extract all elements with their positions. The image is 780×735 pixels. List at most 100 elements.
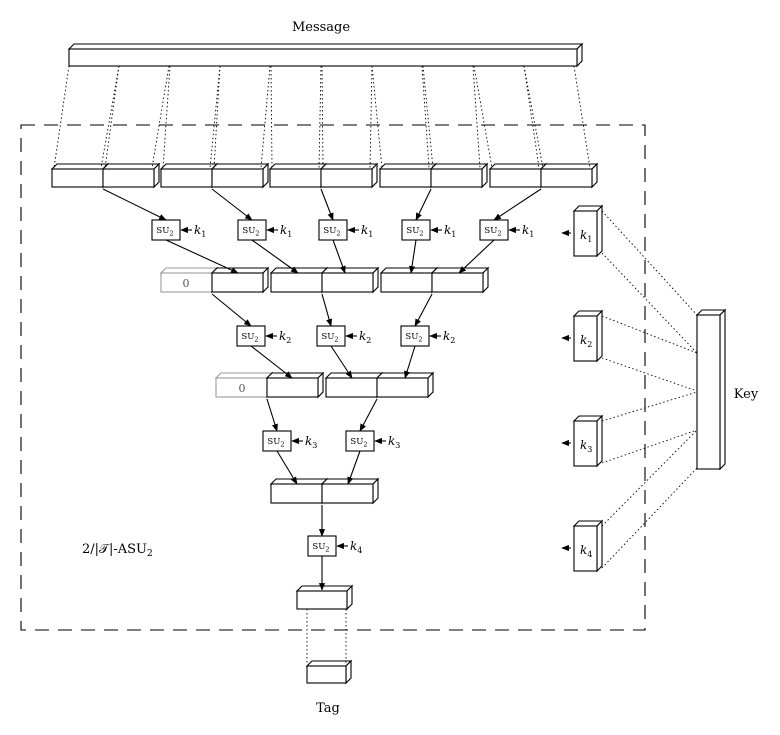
key-label: k3	[388, 434, 400, 450]
arrow-su2-r3-3	[404, 345, 416, 379]
row1-pair1-left-front	[51, 168, 104, 188]
su-sub: 2	[334, 336, 338, 344]
row2-pair1-right-side	[262, 266, 269, 294]
msg-dot-8-a	[473, 65, 493, 169]
key-index: 1	[529, 230, 534, 239]
row1-pair5-right-top	[539, 163, 599, 170]
key-block-index: 3	[587, 445, 592, 454]
row1-pair2-right-top	[210, 163, 270, 170]
msg-dot-5-a	[321, 65, 324, 169]
row1-pair1-right-top	[101, 163, 161, 170]
row2-pair1-right-front	[211, 272, 264, 293]
su-box-rect	[479, 219, 509, 241]
connectors-layer	[53, 65, 698, 665]
row1-pair4-left-front	[379, 168, 432, 188]
su-box-label: SU2	[321, 332, 338, 344]
row1-pair4-left	[378, 162, 438, 189]
key-index: 3	[312, 441, 317, 450]
key-letter: k	[522, 223, 529, 237]
row4-left-front	[270, 483, 323, 504]
key-block-label: k3	[580, 438, 592, 454]
su-box-label: SU2	[405, 332, 422, 344]
row2-pair3-left-top	[379, 267, 439, 274]
key-bar-front	[696, 314, 721, 470]
row1-pair4-right	[429, 162, 489, 189]
msg-dot-0-a	[53, 65, 70, 169]
su-sub: 2	[363, 441, 367, 449]
msg-dot-2-b	[209, 65, 221, 169]
arrow-r1-su1-3	[320, 188, 334, 221]
key-label: k1	[361, 223, 373, 239]
su-box-label: SU2	[323, 226, 340, 238]
row1-pair4-right-top	[429, 163, 489, 170]
scheme-label-main: 2/|𝒯|-ASU	[82, 542, 147, 557]
row3-pair2-left	[324, 371, 384, 399]
arrow-r2-su2-1	[211, 293, 252, 327]
key-block-letter: k	[580, 438, 587, 452]
key-dot-top-1	[601, 210, 698, 316]
su-box-label: SU2	[406, 226, 423, 238]
key-index: 2	[366, 336, 371, 345]
row1-pair2-right-front	[211, 168, 264, 188]
row2-pair2-left-top	[269, 267, 329, 274]
key-block-3-front	[573, 420, 598, 467]
key-label: k1	[280, 223, 292, 239]
row1-pair5-left-top	[488, 163, 548, 170]
key-block-2-side	[596, 309, 603, 363]
arrow-r1-su1-5	[493, 188, 542, 221]
row1-pair4-left-top	[378, 163, 438, 170]
su-box-rect	[316, 325, 346, 347]
key-block-1-side	[596, 204, 603, 258]
su-prefix: SU	[241, 332, 254, 342]
key-index: 1	[201, 230, 206, 239]
row4-left	[269, 477, 329, 505]
tag-label: Tag	[316, 701, 340, 716]
row2-pair2-left	[269, 266, 329, 294]
su-box-label: SU2	[241, 332, 258, 344]
msg-dot-3-a	[213, 65, 221, 169]
key-block-letter: k	[580, 228, 587, 242]
row1-pair4-right-front	[430, 168, 483, 188]
key-label: Key	[734, 387, 759, 402]
arrow-su1-r2-3	[332, 239, 346, 274]
row3-pair2-right	[375, 371, 435, 399]
key-index: 1	[368, 230, 373, 239]
su-box-label: SU2	[484, 226, 501, 238]
msg-dot-5-b	[369, 65, 373, 169]
key-label: k1	[444, 223, 456, 239]
su-box-label: SU2	[312, 542, 329, 554]
key-label: k1	[522, 223, 534, 239]
key-letter: k	[280, 223, 287, 237]
su-sub: 2	[419, 230, 423, 238]
tag-box-top	[305, 660, 353, 667]
arrow-su3-r4-1	[276, 450, 298, 485]
su-prefix: SU	[406, 226, 419, 236]
row2-zero-text: 0	[183, 277, 190, 290]
row1-pair3-right-front	[320, 168, 373, 188]
su-box-rect	[401, 219, 431, 241]
msg-dot-2-a	[162, 65, 171, 169]
msg-dot-1-b	[151, 65, 170, 169]
key-letter: k	[194, 223, 201, 237]
row2-pair1-right-top	[210, 267, 270, 274]
row3-pair1-right-front	[266, 377, 319, 398]
row1-pair1-left	[50, 162, 110, 189]
row3-pair1-right-top	[265, 372, 325, 379]
su-sub: 2	[336, 230, 340, 238]
msg-dot-8-b	[523, 65, 540, 169]
row1-pair2-left-front	[160, 168, 213, 188]
row2-pair2-right-side	[372, 266, 379, 294]
su-box-rect	[345, 430, 375, 452]
msg-dot-9-b	[573, 65, 591, 169]
row1-pair3-right	[319, 162, 379, 189]
row1-pair1-right	[101, 162, 161, 189]
row4-left-top	[269, 478, 329, 485]
row4-right	[320, 477, 380, 505]
su-box-rect	[400, 325, 430, 347]
arrow-r3-su3-1	[266, 398, 278, 432]
output-box	[295, 584, 354, 611]
row1-pair1-right-front	[102, 168, 155, 188]
